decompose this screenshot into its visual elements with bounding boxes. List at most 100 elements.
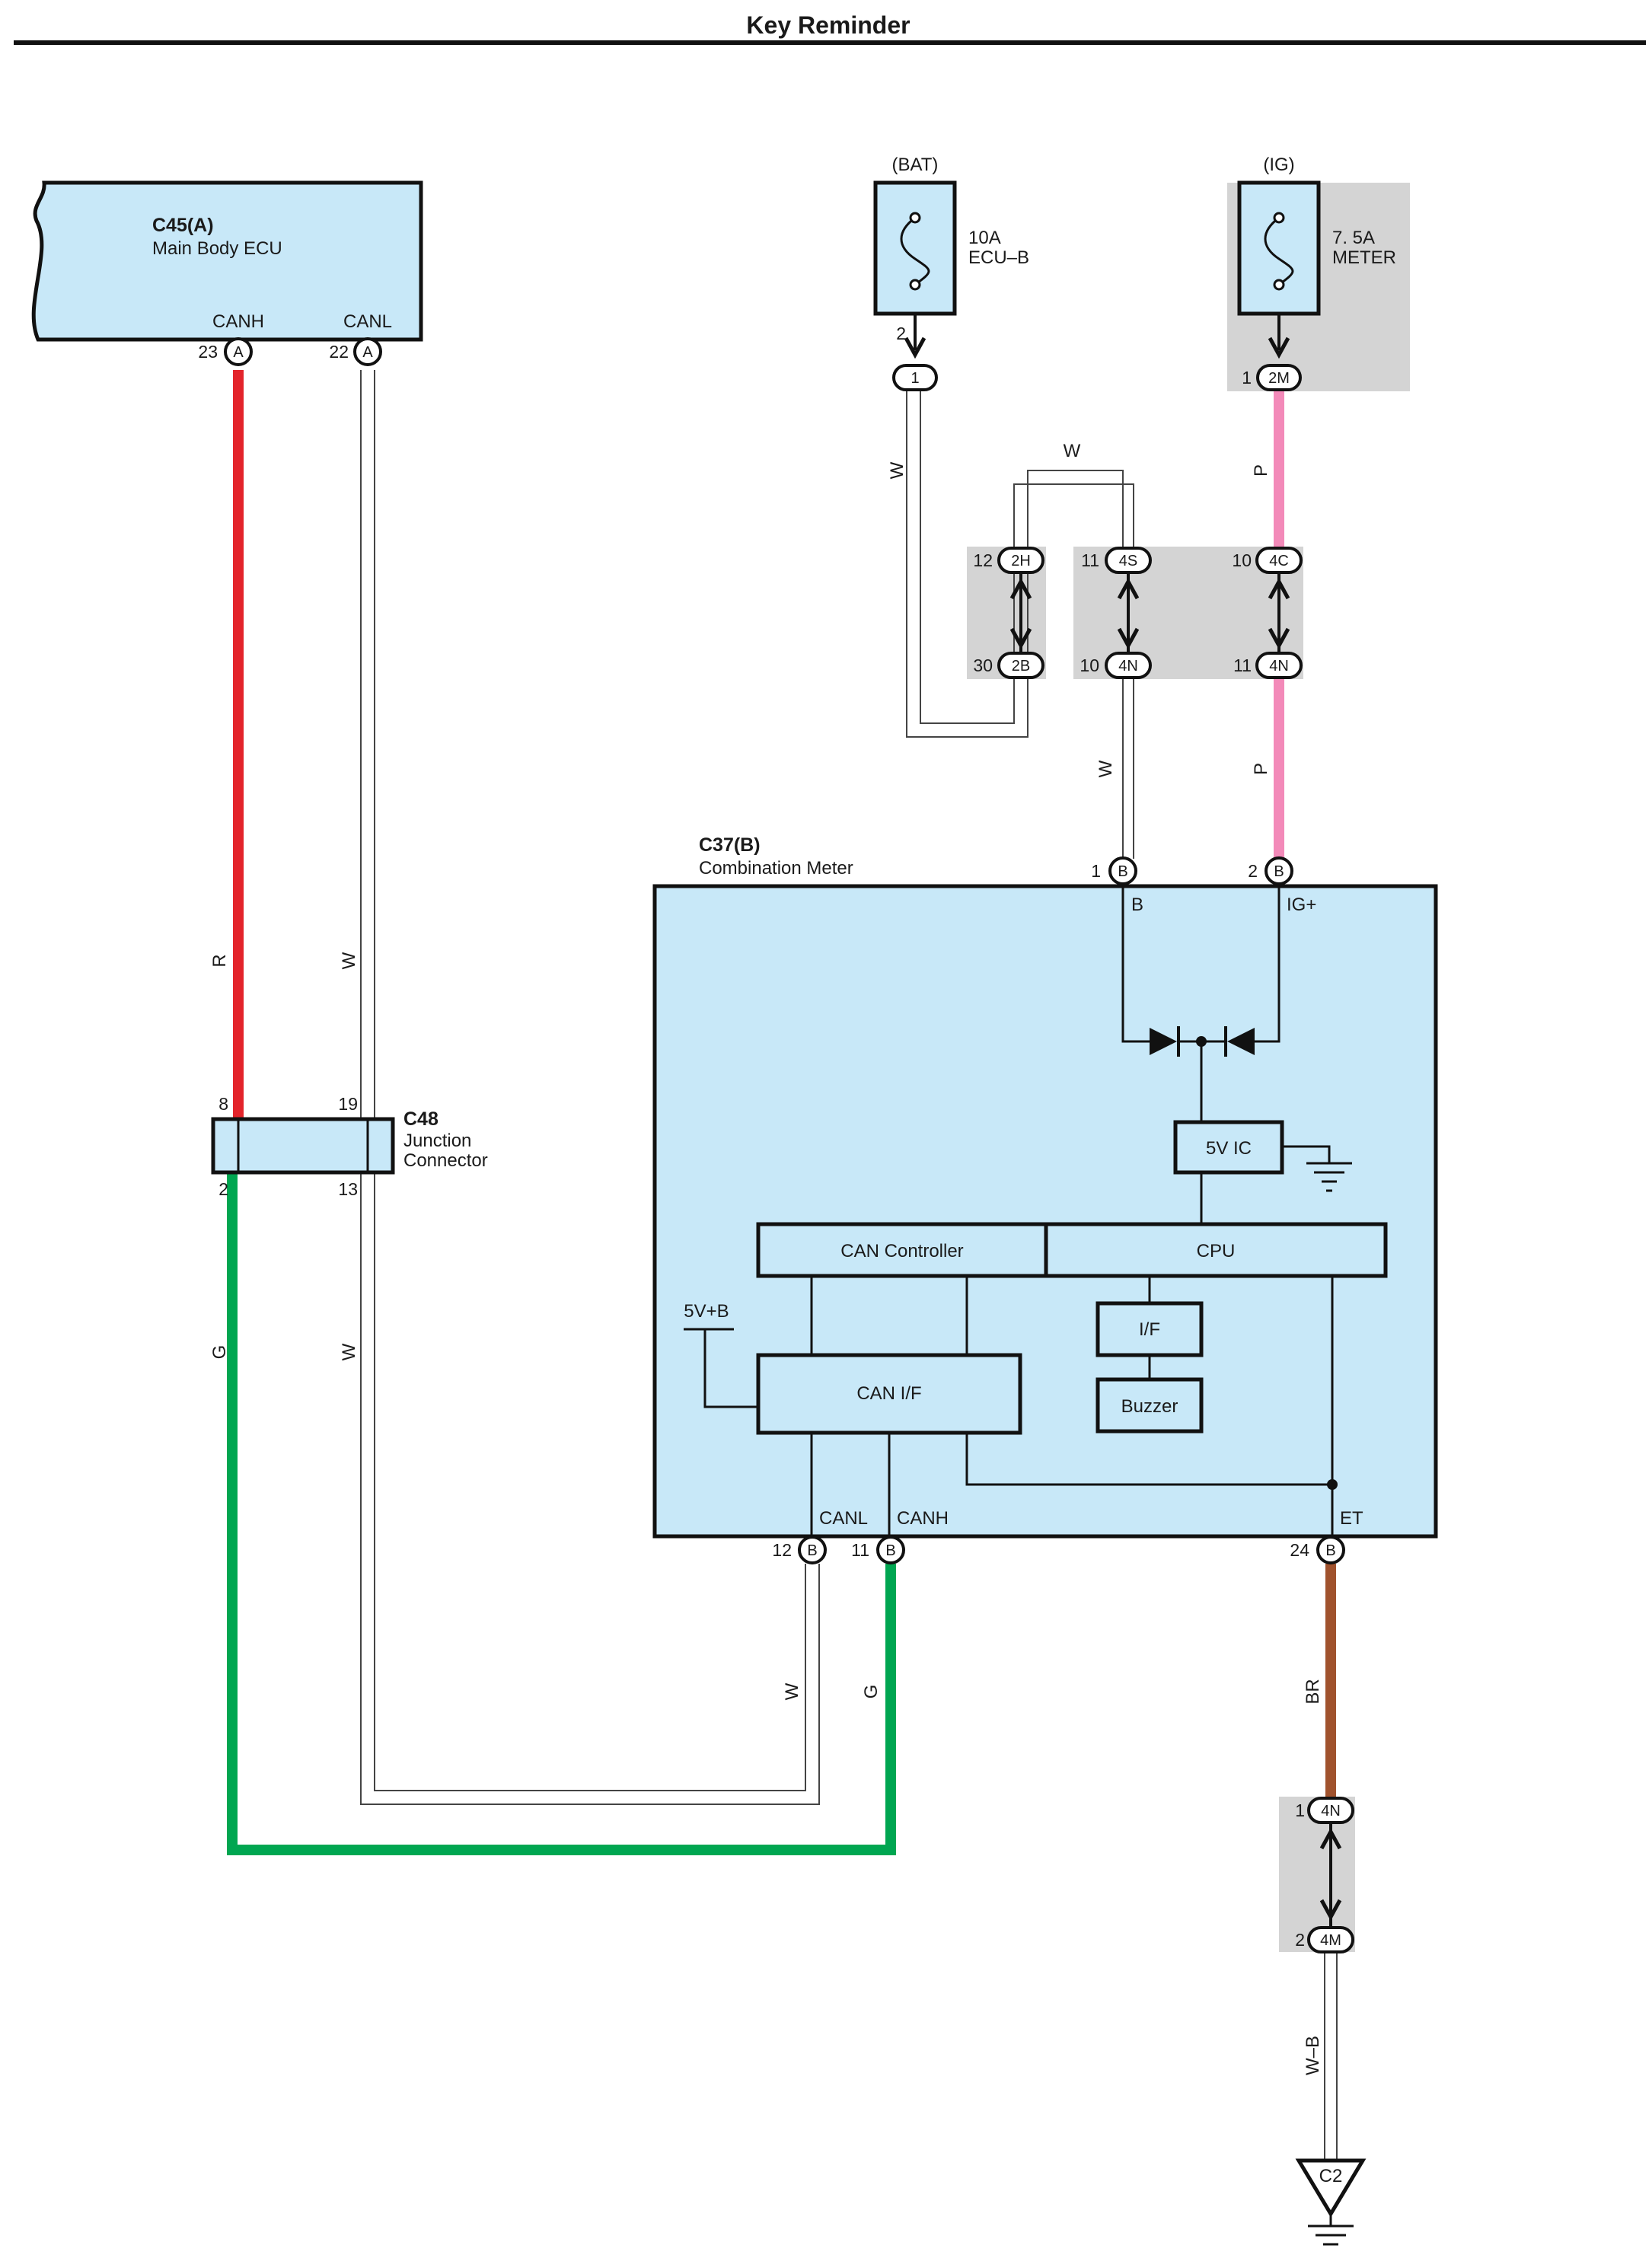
meter-pin-b-label: B — [1131, 895, 1143, 915]
meter-can-controller — [756, 1222, 1048, 1278]
meter-body — [652, 884, 1438, 1539]
fuse-bat-source: (BAT) — [892, 155, 939, 175]
wire-label-br: BR — [1303, 1679, 1323, 1704]
ground-bot-connector — [1307, 1926, 1354, 1953]
c48-in-left: 8 — [218, 1094, 228, 1114]
wire-label-p-2: P — [1251, 763, 1271, 775]
ground-top-no: 1 — [1295, 1800, 1305, 1820]
jb0-bot-no: 30 — [973, 655, 993, 675]
fuse-bat-connector — [892, 364, 938, 391]
wire-label-p-1: P — [1251, 464, 1271, 477]
fuse-ig-connector — [1256, 364, 1302, 391]
jb1-bot-conn: 4N — [1118, 658, 1138, 675]
ground-junction: 1 4N 2 4M — [1295, 1797, 1354, 1953]
diode-b — [1150, 1028, 1177, 1055]
wire-label-g-2: G — [861, 1685, 882, 1699]
wire-label-g-1: G — [209, 1345, 230, 1360]
page-title: Key Reminder — [746, 11, 910, 39]
meter-iface-label: I/F — [1139, 1319, 1160, 1340]
ecu-connector-canl — [353, 337, 382, 366]
meter-canl-connector — [798, 1536, 827, 1564]
meter-canl-no: 12 — [772, 1540, 792, 1560]
jb1-bot-connector — [1105, 652, 1152, 679]
meter-buzzer — [1095, 1377, 1204, 1434]
meter-canl-label: CANL — [819, 1508, 868, 1529]
jb2-top-no: 10 — [1232, 550, 1252, 570]
c48-name2: Connector — [403, 1150, 488, 1171]
c48-in-right: 19 — [338, 1094, 358, 1114]
meter-pin-b-no: 1 — [1091, 861, 1101, 881]
ecu-name: Main Body ECU — [152, 238, 282, 259]
meter-can-if — [756, 1353, 1022, 1435]
ecu-ref: C45(A) — [152, 215, 214, 236]
ecu-connector-canh — [224, 337, 253, 366]
wire-white-canl — [360, 370, 820, 1805]
meter-et-label: ET — [1340, 1508, 1363, 1529]
meter-pin-ig-conn: B — [1274, 863, 1284, 880]
meter-internal-ground-icon — [1306, 1162, 1352, 1192]
ground-bot-no: 2 — [1295, 1930, 1305, 1950]
junction-4c-4n: 10 4C 11 4N — [1232, 547, 1303, 679]
ecu-canh-no: 23 — [198, 342, 218, 362]
meter-canh-no: 11 — [851, 1540, 869, 1560]
fuse-ig-box — [1237, 180, 1321, 316]
meter-et-conn: B — [1325, 1542, 1335, 1559]
jb0-bot-conn: 2B — [1012, 658, 1030, 675]
ecu-canl-no: 22 — [329, 342, 349, 362]
meter-ref: C37(B) — [699, 834, 761, 856]
c48-ref: C48 — [403, 1108, 439, 1130]
ecu-pin-canl: CANL — [343, 311, 392, 332]
wire-label-wb: W–B — [1303, 2036, 1323, 2075]
jb2-bot-conn: 4N — [1269, 658, 1289, 675]
meter-pin-b-conn: B — [1118, 863, 1127, 880]
fuse-bat-connector-label: 1 — [911, 370, 919, 387]
meter-pin-ig-connector — [1265, 856, 1293, 885]
ground-bot-conn: 4M — [1320, 1932, 1341, 1949]
jb2-bot-no: 11 — [1233, 655, 1252, 675]
meter-5v-ic-label: 5V IC — [1206, 1138, 1252, 1159]
meter-canh-label: CANH — [897, 1508, 949, 1529]
meter-cpu-label: CPU — [1197, 1241, 1236, 1261]
jb1-top-conn: 4S — [1119, 553, 1137, 569]
c48-out-left: 2 — [218, 1179, 228, 1199]
wire-label-w-1: W — [339, 952, 359, 969]
fuse-ig-pin: 1 — [1242, 368, 1252, 387]
wire-label-w-3: W — [887, 461, 907, 479]
ground-point-label: C2 — [1319, 2166, 1343, 2186]
ground-point-c2: C2 — [1295, 2158, 1367, 2246]
meter-pin-ig-label: IG+ — [1287, 895, 1316, 915]
wire-label-w-2: W — [339, 1343, 359, 1360]
fuse-ig-connector-label: 2M — [1268, 370, 1290, 387]
title-rule — [14, 40, 1646, 45]
meter-name: Combination Meter — [699, 858, 853, 879]
main-body-ecu: C45(A) Main Body ECU CANH CANL 23 22 A A — [31, 180, 423, 366]
wire-white-bat — [906, 390, 1134, 859]
fuse-ig-element — [1264, 216, 1294, 286]
meter-pin-ig-no: 2 — [1248, 861, 1258, 881]
meter-cpu — [1044, 1222, 1388, 1278]
jb2-bot-connector — [1255, 652, 1303, 679]
meter-can-if-label: CAN I/F — [856, 1383, 921, 1404]
meter-5vb-label: 5V+B — [684, 1301, 729, 1322]
junction-2h-2b: 12 2H 30 2B — [973, 547, 1044, 679]
jb0-bot-connector — [997, 652, 1044, 679]
meter-et-connector — [1316, 1536, 1345, 1564]
ecu-connector-canl-label: A — [362, 344, 373, 361]
fuse-bat-name: ECU–B — [968, 247, 1029, 268]
jb1-bot-no: 10 — [1080, 655, 1099, 675]
wire-green-canh — [227, 1172, 896, 1855]
meter-pin-b-connector — [1108, 856, 1137, 885]
c48-out-right: 13 — [338, 1179, 358, 1199]
fuse-ig-rating: 7. 5A — [1332, 228, 1375, 248]
meter-canh-connector — [876, 1536, 905, 1564]
combination-meter: C37(B) Combination Meter 1 B 2 B B IG+ — [652, 834, 1438, 1564]
ground-triangle-icon — [1295, 2158, 1367, 2218]
ecu-pin-canh: CANH — [212, 311, 264, 332]
meter-can-controller-label: CAN Controller — [840, 1241, 963, 1261]
fuse-bat-rating: 10A — [968, 228, 1001, 248]
wire-label-r: R — [209, 954, 230, 967]
wire-label-w-4: W — [1064, 441, 1081, 461]
junction-connector-c48: 8 19 2 13 C48 Junction Connector — [211, 1094, 488, 1199]
jb0-top-conn: 2H — [1011, 553, 1031, 569]
